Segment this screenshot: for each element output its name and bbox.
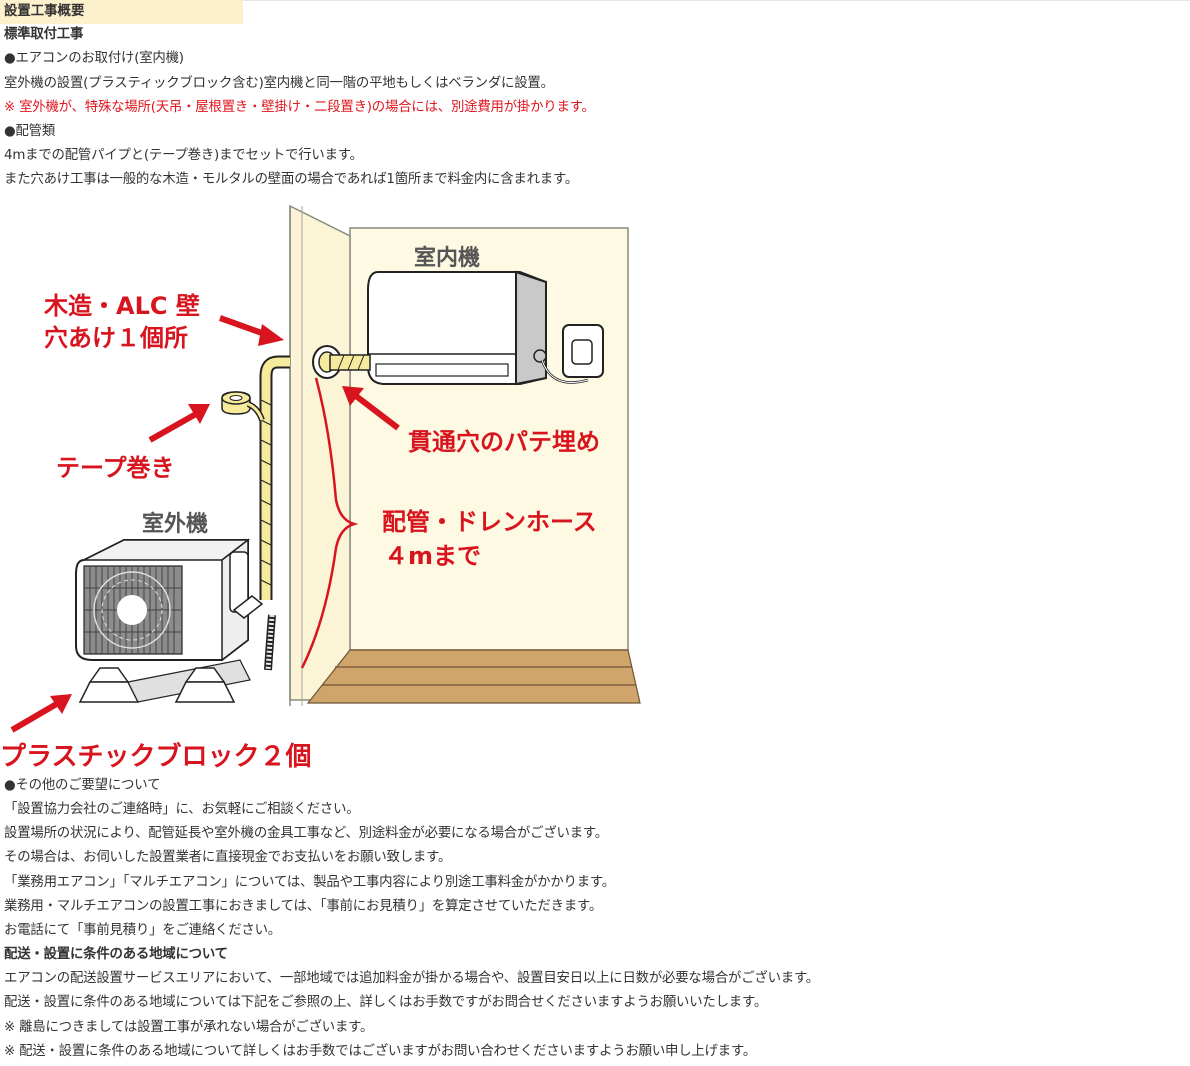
other-requests-commercial: 「業務用エアコン」「マルチエアコン」については、製品や工事内容により別途工事料金…	[4, 875, 615, 890]
outdoor-unit-label: 室外機	[142, 512, 209, 537]
install-special-location-note: ※ 室外機が、特殊な場所(天吊・屋根置き・壁掛け・二段置き)の場合には、別途費用…	[4, 100, 595, 115]
restricted-areas-inquiry: 配送・設置に条件のある地域については下記をご参照の上、詳しくはお手数ですがお問合…	[4, 995, 768, 1010]
restricted-areas-extra-fee: エアコンの配送設置サービスエリアにおいて、一部地域では追加料金が掛かる場合や、設…	[4, 971, 820, 986]
wall-hole-label-line1: 木造・ALC 壁	[44, 292, 200, 320]
top-divider	[0, 0, 1190, 1]
section-header: 設置工事概要	[0, 0, 243, 24]
wall-hole-label-line2: 穴あけ１個所	[44, 324, 188, 352]
section-header-title: 設置工事概要	[4, 4, 85, 19]
other-requests-consult: 「設置協力会社のご連絡時」に、お気軽にご相談ください。	[4, 802, 360, 817]
install-bullet-aircon: ●エアコンのお取付け(室内機)	[4, 51, 184, 66]
restricted-areas-details-note: ※ 配送・設置に条件のある地域について詳しくはお手数ではございますがお問い合わせ…	[4, 1044, 757, 1059]
install-piping-text: 4mまでの配管パイプと(テープ巻き)までセットで行います。	[4, 148, 363, 163]
other-requests-cash-payment: その場合は、お伺いした設置業者に直接現金でお支払いをお願い致します。	[4, 850, 452, 865]
tape-label: テープ巻き	[56, 454, 175, 482]
piping-label-line1: 配管・ドレンホース	[382, 508, 597, 536]
installation-diagram: 室内機 木造・ALC 壁 穴あけ１個所 貫通穴のパテ埋め テープ巻き 室外機 配…	[0, 198, 660, 773]
plastic-blocks-label: プラスチックブロック２個	[0, 742, 312, 772]
standard-install-title: 標準取付工事	[4, 27, 84, 42]
restricted-areas-islands-note: ※ 離島につきましては設置工事が承れない場合がございます。	[4, 1020, 374, 1035]
install-outdoor-unit-text: 室外機の設置(プラスティックブロック含む)室内機と同一階の平地もしくはベランダに…	[4, 76, 554, 91]
other-requests-estimate: 業務用・マルチエアコンの設置工事におきましては、「事前にお見積り」を算定させてい…	[4, 899, 603, 914]
other-requests-extra-fee: 設置場所の状況により、配管延長や室外機の金具工事など、別途料金が必要になる場合が…	[4, 826, 608, 841]
other-requests-phone: お電話にて「事前見積り」をご連絡ください。	[4, 923, 282, 938]
indoor-unit-label: 室内機	[414, 246, 481, 271]
install-drilling-text: また穴あけ工事は一般的な木造・モルタルの壁面の場合であれば1箇所まで料金内に含ま…	[4, 172, 579, 187]
putty-label: 貫通穴のパテ埋め	[408, 428, 600, 456]
other-requests-bullet: ●その他のご要望について	[4, 778, 161, 793]
piping-label-line2: ４mまで	[384, 542, 482, 570]
installation-illustration	[10, 204, 641, 733]
install-bullet-piping: ●配管類	[4, 124, 56, 139]
restricted-areas-title: 配送・設置に条件のある地域について	[4, 947, 228, 962]
